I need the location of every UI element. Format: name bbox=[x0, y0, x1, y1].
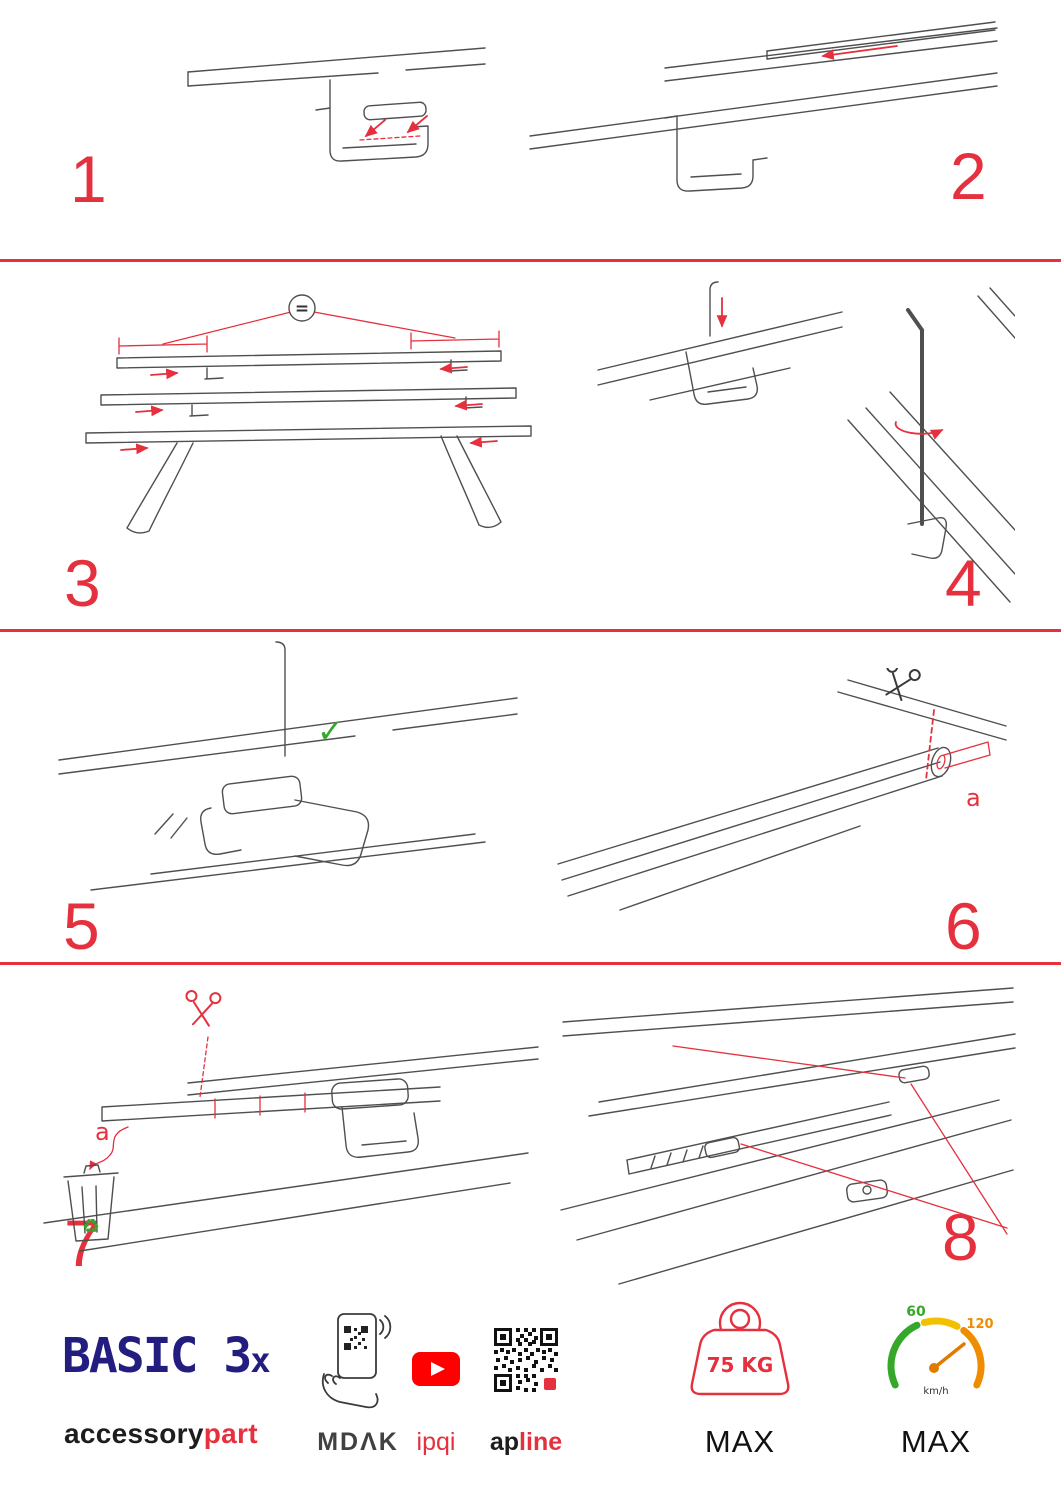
step-4-number: 4 bbox=[945, 546, 982, 620]
adapter bbox=[704, 1136, 741, 1159]
step-8-number: 8 bbox=[942, 1200, 979, 1274]
step-7-number: 7 bbox=[64, 1206, 101, 1280]
hex-key bbox=[906, 308, 924, 526]
youtube-icon bbox=[412, 1352, 460, 1386]
speed-unit-label: km/h bbox=[923, 1386, 948, 1397]
step-4-illustration bbox=[597, 281, 1015, 603]
step-6-illustration: a bbox=[557, 668, 1007, 911]
speed-low-label: 60 bbox=[906, 1304, 926, 1320]
hand bbox=[321, 1373, 379, 1409]
cut-line bbox=[925, 709, 935, 781]
mdak-logo: MDΛK bbox=[317, 1428, 399, 1456]
crossbar bbox=[626, 1101, 892, 1175]
step-3-illustration: = bbox=[85, 294, 532, 534]
needle bbox=[932, 1342, 966, 1370]
qr-code-icon bbox=[492, 1326, 560, 1394]
qr-logo-mark bbox=[544, 1378, 556, 1390]
dimension-right bbox=[410, 330, 500, 350]
alignment-line bbox=[740, 1143, 1008, 1229]
cut-label: a bbox=[95, 1118, 110, 1146]
step-1-number: 1 bbox=[70, 142, 107, 216]
insert-arrow bbox=[364, 119, 386, 138]
section-divider-2 bbox=[0, 629, 1061, 632]
rotate-arrow bbox=[894, 421, 944, 440]
step-2-number: 2 bbox=[950, 139, 987, 213]
equal-spacing-symbol: = bbox=[295, 299, 309, 319]
right-foot bbox=[440, 435, 502, 529]
left-foot bbox=[126, 442, 194, 534]
cut-label: a bbox=[966, 784, 981, 812]
rubber-pad bbox=[363, 101, 427, 121]
phone-qr-icon bbox=[321, 1313, 392, 1409]
weight-max-label: MAX bbox=[704, 1424, 776, 1459]
step-8-illustration bbox=[560, 987, 1016, 1285]
scissors-icon bbox=[185, 990, 222, 1027]
cut-marks bbox=[214, 1092, 306, 1119]
recycle-icon: ♻ bbox=[82, 1214, 100, 1238]
insert-arrow bbox=[406, 115, 428, 134]
speed-high-label: 120 bbox=[966, 1317, 993, 1332]
excess-strip bbox=[943, 741, 991, 769]
trash-bin-icon bbox=[63, 1164, 119, 1242]
scan-signal-lines bbox=[379, 1315, 392, 1339]
strip bbox=[101, 1086, 441, 1122]
section-divider-1 bbox=[0, 259, 1061, 262]
clamp bbox=[685, 351, 758, 405]
product-qty: x bbox=[250, 1341, 271, 1381]
weight-limit-icon: 75 KG bbox=[690, 1301, 790, 1396]
section-divider-3 bbox=[0, 962, 1061, 965]
speed-max-label: MAX bbox=[900, 1424, 972, 1459]
t-bolt bbox=[846, 1179, 888, 1203]
scissors-icon bbox=[885, 668, 921, 702]
phone-screen-qr bbox=[344, 1326, 368, 1350]
check-icon: ✓ bbox=[317, 712, 344, 750]
clamp bbox=[341, 1106, 419, 1158]
apline-logo: apline bbox=[489, 1428, 563, 1456]
locking-pin bbox=[275, 641, 286, 757]
dimension-left bbox=[118, 335, 208, 355]
step-5-illustration: ✓ bbox=[58, 641, 518, 891]
step-7-illustration: a ♻ bbox=[43, 990, 539, 1252]
product-name: BASIC 3 bbox=[62, 1328, 252, 1384]
slide-arrow bbox=[821, 45, 898, 60]
weight-value: 75 KG bbox=[707, 1353, 774, 1377]
locking-pin bbox=[709, 281, 719, 337]
alignment-line bbox=[910, 1083, 1008, 1235]
product-logo: BASIC 3x bbox=[62, 1332, 271, 1381]
speedometer-icon: 60 120 km/h bbox=[887, 1304, 994, 1397]
step-1-illustration bbox=[187, 47, 486, 162]
clamp bbox=[294, 799, 370, 867]
discard-arrow bbox=[89, 1126, 129, 1171]
step-3-number: 3 bbox=[64, 546, 101, 620]
equal-spacing-circle bbox=[288, 294, 316, 322]
step-6-number: 6 bbox=[945, 889, 982, 963]
brand-wordmark: accessorypart bbox=[64, 1418, 258, 1449]
alignment-line bbox=[672, 1045, 906, 1079]
ipqi-logo: ipqi bbox=[416, 1428, 456, 1456]
step-5-number: 5 bbox=[63, 889, 100, 963]
bar-end-cap bbox=[930, 746, 952, 778]
adapter bbox=[898, 1065, 930, 1084]
step-2-illustration bbox=[529, 21, 998, 192]
